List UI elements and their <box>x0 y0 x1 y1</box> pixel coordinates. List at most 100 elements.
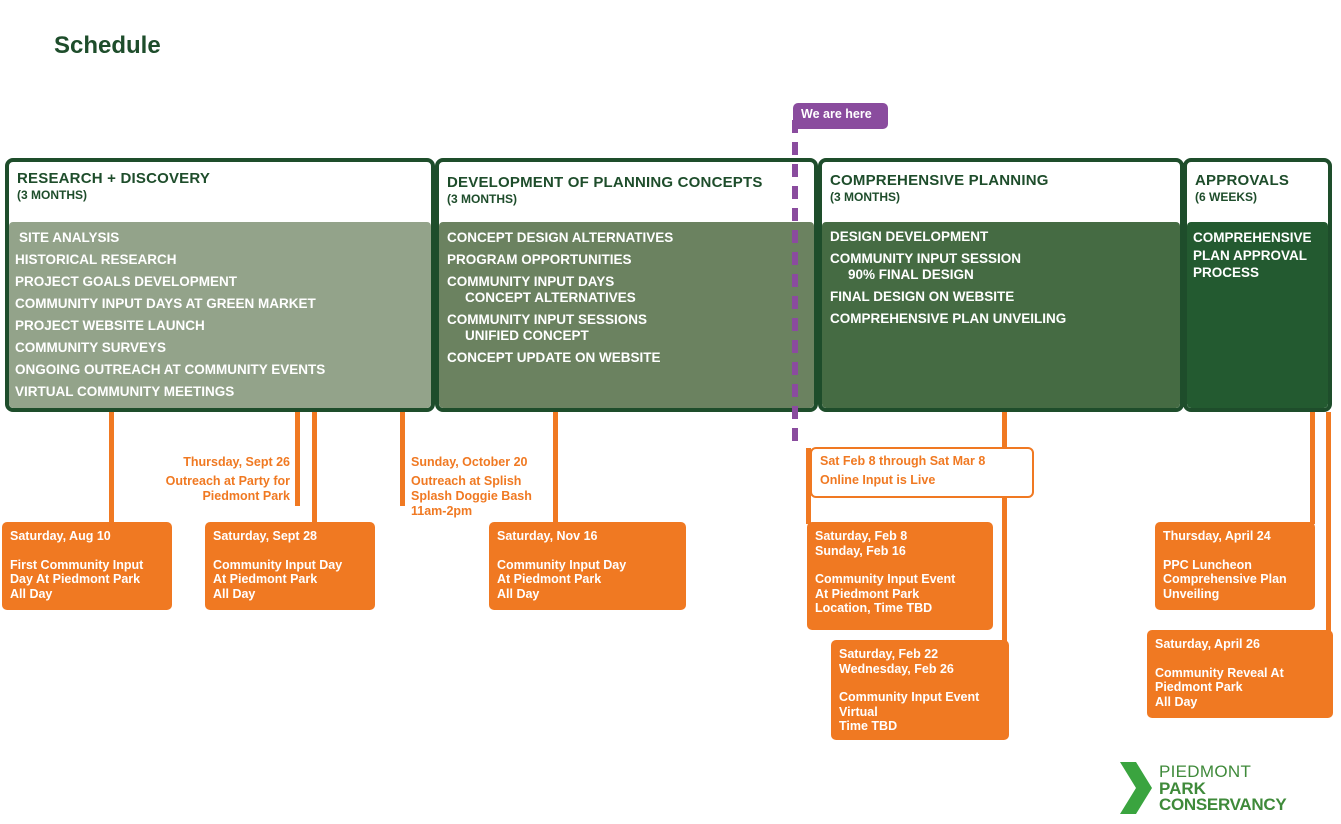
phase-item-sub: 90% FINAL DESIGN <box>848 267 974 282</box>
event-date: Saturday, Feb 22 <box>839 647 939 661</box>
phase-item-sub: UNIFIED CONCEPT <box>465 328 589 343</box>
chevron-logo-icon <box>1120 762 1152 814</box>
note-line: Outreach at Splish <box>411 474 522 488</box>
logo-text: PARK <box>1159 779 1206 798</box>
phase-title: COMPREHENSIVE PLANNING <box>830 172 1049 189</box>
phase-item: SITE ANALYSIS <box>19 230 120 245</box>
event-line: Community Input Day <box>213 557 343 572</box>
event-line: All Day <box>1155 694 1198 709</box>
event-date: Wednesday, Feb 26 <box>839 661 954 676</box>
event-line: Community Input Event <box>839 690 980 704</box>
event-line: Community Input Event <box>815 572 956 586</box>
event-box: Saturday, April 26 Community Reveal At P… <box>1147 630 1333 718</box>
connector-line <box>806 448 811 524</box>
note-line: 11am-2pm <box>411 504 473 518</box>
event-date: Saturday, Sept 28 <box>213 529 317 543</box>
connector-line <box>1326 412 1331 632</box>
phase-item-sub: CONCEPT ALTERNATIVES <box>465 290 636 305</box>
phase-title: APPROVALS <box>1195 172 1290 189</box>
phase-title: RESEARCH + DISCOVERY <box>17 170 211 187</box>
phase-planning-concepts: DEVELOPMENT OF PLANNING CONCEPTS (3 MONT… <box>435 158 818 412</box>
phase-body: CONCEPT DESIGN ALTERNATIVES PROGRAM OPPO… <box>439 222 814 408</box>
phase-item: PROCESS <box>1193 265 1260 280</box>
phase-comprehensive-planning: COMPREHENSIVE PLANNING (3 MONTHS) DESIGN… <box>818 158 1184 412</box>
phase-title: DEVELOPMENT OF PLANNING CONCEPTS <box>447 174 763 191</box>
event-line: All Day <box>10 586 53 601</box>
note-line: Splash Doggie Bash <box>411 489 532 503</box>
event-date: Sunday, Feb 16 <box>815 543 906 558</box>
phase-item: DESIGN DEVELOPMENT <box>830 229 989 244</box>
phase-duration: (6 WEEKS) <box>1195 190 1258 204</box>
event-line: Community Reveal At <box>1155 665 1284 680</box>
connector-line <box>1310 412 1315 524</box>
event-line: Piedmont Park <box>1155 680 1243 694</box>
event-line: Virtual <box>839 704 878 719</box>
note-date: Thursday, Sept 26 <box>183 455 290 469</box>
event-date: Thursday, April 24 <box>1163 529 1271 543</box>
event-line: At Piedmont Park <box>213 572 318 586</box>
event-line: At Piedmont Park <box>497 572 602 586</box>
phase-item: COMPREHENSIVE PLAN UNVEILING <box>830 311 1067 326</box>
event-date: Saturday, Feb 8 <box>815 529 908 543</box>
event-box: Thursday, April 24 PPC Luncheon Comprehe… <box>1155 522 1315 610</box>
phase-item-text: COMMUNITY INPUT SESSION <box>830 251 1022 266</box>
event-date: Saturday, April 26 <box>1155 637 1260 651</box>
outreach-note: Sunday, October 20 Outreach at Splish Sp… <box>411 455 561 519</box>
phase-body: SITE ANALYSIS HISTORICAL RESEARCH PROJEC… <box>9 222 431 408</box>
event-box: Saturday, Feb 8 Sunday, Feb 16 Community… <box>807 522 993 630</box>
phase-item: CONCEPT UPDATE ON WEBSITE <box>447 350 661 365</box>
phase-item: COMMUNITY INPUT DAYS AT GREEN MARKET <box>15 296 316 311</box>
phase-item: ONGOING OUTREACH AT COMMUNITY EVENTS <box>15 362 326 377</box>
phase-item: FINAL DESIGN ON WEBSITE <box>830 289 1015 304</box>
event-box: Saturday, Sept 28 Community Input Day At… <box>205 522 375 610</box>
connector-line <box>295 412 300 506</box>
event-line: Location, Time TBD <box>815 601 933 615</box>
phase-item: PROJECT GOALS DEVELOPMENT <box>15 274 238 289</box>
phase-item-text: COMMUNITY INPUT DAYS <box>447 274 615 289</box>
logo-text: CONSERVANCY <box>1159 795 1287 814</box>
phase-body: COMPREHENSIVE PLAN APPROVAL PROCESS <box>1187 222 1328 408</box>
event-box: Saturday, Aug 10 First Community Input D… <box>2 522 172 610</box>
phase-item: CONCEPT DESIGN ALTERNATIVES <box>447 230 674 245</box>
event-line: Comprehensive Plan <box>1163 572 1287 586</box>
page-title: Schedule <box>54 32 161 59</box>
note-line: Outreach at Party for <box>165 474 290 488</box>
phase-body: DESIGN DEVELOPMENT COMMUNITY INPUT SESSI… <box>822 222 1180 408</box>
event-line: Unveiling <box>1163 586 1220 601</box>
event-line: First Community Input <box>10 557 144 572</box>
outreach-note: Thursday, Sept 26 Outreach at Party for … <box>140 455 290 504</box>
online-input-dates: Sat Feb 8 through Sat Mar 8 <box>820 454 986 468</box>
phase-item: PROJECT WEBSITE LAUNCH <box>15 318 205 333</box>
phase-duration: (3 MONTHS) <box>447 192 517 206</box>
online-input-box: Sat Feb 8 through Sat Mar 8 Online Input… <box>810 447 1034 498</box>
event-line: Time TBD <box>839 719 898 733</box>
event-line: At Piedmont Park <box>815 586 920 601</box>
connector-line <box>553 412 558 524</box>
phase-approvals: APPROVALS (6 WEEKS) COMPREHENSIVE PLAN A… <box>1183 158 1332 412</box>
piedmont-park-conservancy-logo: PIEDMONT PARK CONSERVANCY <box>1118 760 1308 816</box>
event-line: PPC Luncheon <box>1163 557 1252 572</box>
event-line: All Day <box>497 586 540 601</box>
we-are-here-marker <box>792 120 798 448</box>
event-box: Saturday, Feb 22 Wednesday, Feb 26 Commu… <box>831 640 1009 740</box>
phase-item: PROGRAM OPPORTUNITIES <box>447 252 632 267</box>
phase-duration: (3 MONTHS) <box>830 190 900 204</box>
event-box: Saturday, Nov 16 Community Input Day At … <box>489 522 686 610</box>
note-line: Piedmont Park <box>202 489 290 503</box>
event-date: Saturday, Aug 10 <box>10 529 111 543</box>
logo-text: PIEDMONT <box>1159 762 1252 781</box>
online-input-status: Online Input is Live <box>820 473 936 487</box>
note-date: Sunday, October 20 <box>411 455 528 469</box>
connector-line <box>400 412 405 506</box>
phase-item: COMPREHENSIVE <box>1193 230 1312 245</box>
phase-item: COMMUNITY SURVEYS <box>15 340 167 355</box>
connector-line <box>312 412 317 524</box>
event-line: All Day <box>213 586 256 601</box>
phase-research-discovery: RESEARCH + DISCOVERY (3 MONTHS) SITE ANA… <box>5 158 435 412</box>
event-date: Saturday, Nov 16 <box>497 529 598 543</box>
phase-duration: (3 MONTHS) <box>17 188 87 202</box>
phase-item: VIRTUAL COMMUNITY MEETINGS <box>15 384 235 399</box>
